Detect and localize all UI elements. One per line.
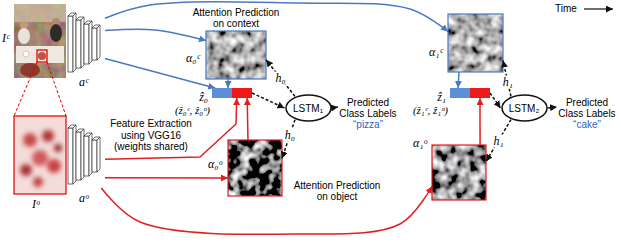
math-label: α₁ᵒ [413,137,427,150]
edge-label: h₀ [273,72,287,85]
context-photo [14,4,66,78]
map-frame [448,14,503,72]
attention-map: α₀ᵒAttention Prediction on object [228,140,282,196]
map-frame [228,140,282,196]
connector [490,93,501,108]
attention-map: Attention Prediction on contextα₀ᶜ [206,31,266,79]
attention-map [206,31,266,79]
photo-texture [14,4,66,78]
attention-map [448,14,503,72]
feature-stack-context [68,13,100,72]
photo-ground [14,116,66,194]
plate [23,51,29,57]
lstm-ellipse [286,95,331,121]
connector [105,2,448,32]
attention-maps [206,14,503,200]
math-label: (ẑ₀ᶜ, ẑ₀ᵒ) [175,104,210,116]
context-image: Iᶜ [14,4,66,78]
zoom-line [47,62,66,116]
attention-map: α₁ᵒ [432,145,486,200]
object-photo [14,116,66,194]
connector [105,98,237,159]
feature-stack: aᵒ [68,124,105,188]
connector [105,177,228,179]
math-label: α₀ᶜ [186,52,200,65]
lstm-cell: LSTM₂ [501,94,548,122]
table [16,46,64,63]
person-body [50,24,62,42]
output-label: Predicted Class Labels“cake” [557,97,617,130]
node-text: “cake” [557,119,617,130]
edge-label: h₁ [501,75,515,88]
connector [101,186,432,234]
pizza [38,52,46,60]
connector [105,29,206,40]
connector [458,72,459,88]
attention-map [432,145,486,200]
person-body [20,63,40,77]
map-frame [206,31,266,79]
photo-ground [14,4,66,78]
lstm-ellipse [502,95,547,121]
feature-vector: ẑ₁(ẑ₁ᶜ, ẑ₁ᵒ) [450,88,490,98]
person-head [20,21,28,29]
map-frame [432,145,486,200]
feature-vector: ẑ₀(ẑ₀ᶜ, ẑ₀ᵒ) [212,88,252,98]
node-text: Attention Prediction on context [187,7,285,29]
node-text: Attention Prediction on object [288,180,386,202]
node-text: LSTM₂ [509,103,540,114]
connector [548,107,558,108]
math-label: aᶜ [79,76,88,89]
math-label: aᵒ [79,192,88,205]
node-text: Predicted Class Labels [557,97,617,119]
node-text: LSTM₁ [293,103,323,114]
math-label: α₁ᶜ [429,46,443,59]
axis-label: Time [555,3,577,15]
person-body [18,28,30,44]
math-label: ẑ₀ [199,91,208,104]
lstm-cell: LSTM₁ [285,94,332,122]
zoom-line [14,62,37,116]
caption-text: Feature Extraction using VGG16 (weights … [105,118,197,153]
output-label: Predicted Class Labels“pizza” [338,97,398,130]
connector [227,79,229,88]
attention-map: α₁ᶜ [448,14,503,72]
feature-stack: aᶜ [68,12,105,74]
math-label: α₀ᵒ [208,158,222,171]
pizza-blur [20,130,62,187]
connector [486,120,511,162]
math-label: Iᵒ [32,198,39,211]
connector [266,60,295,97]
photo-frame [14,116,66,194]
connector [479,98,481,145]
object-image: Iᵒ [14,116,66,194]
math-label: Iᶜ [2,32,9,45]
connector [246,98,248,140]
node-text: “pizza” [338,119,398,130]
edge-label: h₁ [491,134,505,147]
crop-box [37,50,47,62]
attention-map [228,140,282,196]
connector [332,107,339,108]
edge-label: h₀ [283,129,297,142]
feature-stack-object [68,125,100,184]
math-label: ẑ₁ [437,91,446,104]
zoom-lines [14,62,66,116]
connector [252,93,285,108]
time-arrow [584,8,613,9]
node-text: Predicted Class Labels [338,97,398,119]
math-label: (ẑ₁ᶜ, ẑ₁ᵒ) [413,104,448,116]
